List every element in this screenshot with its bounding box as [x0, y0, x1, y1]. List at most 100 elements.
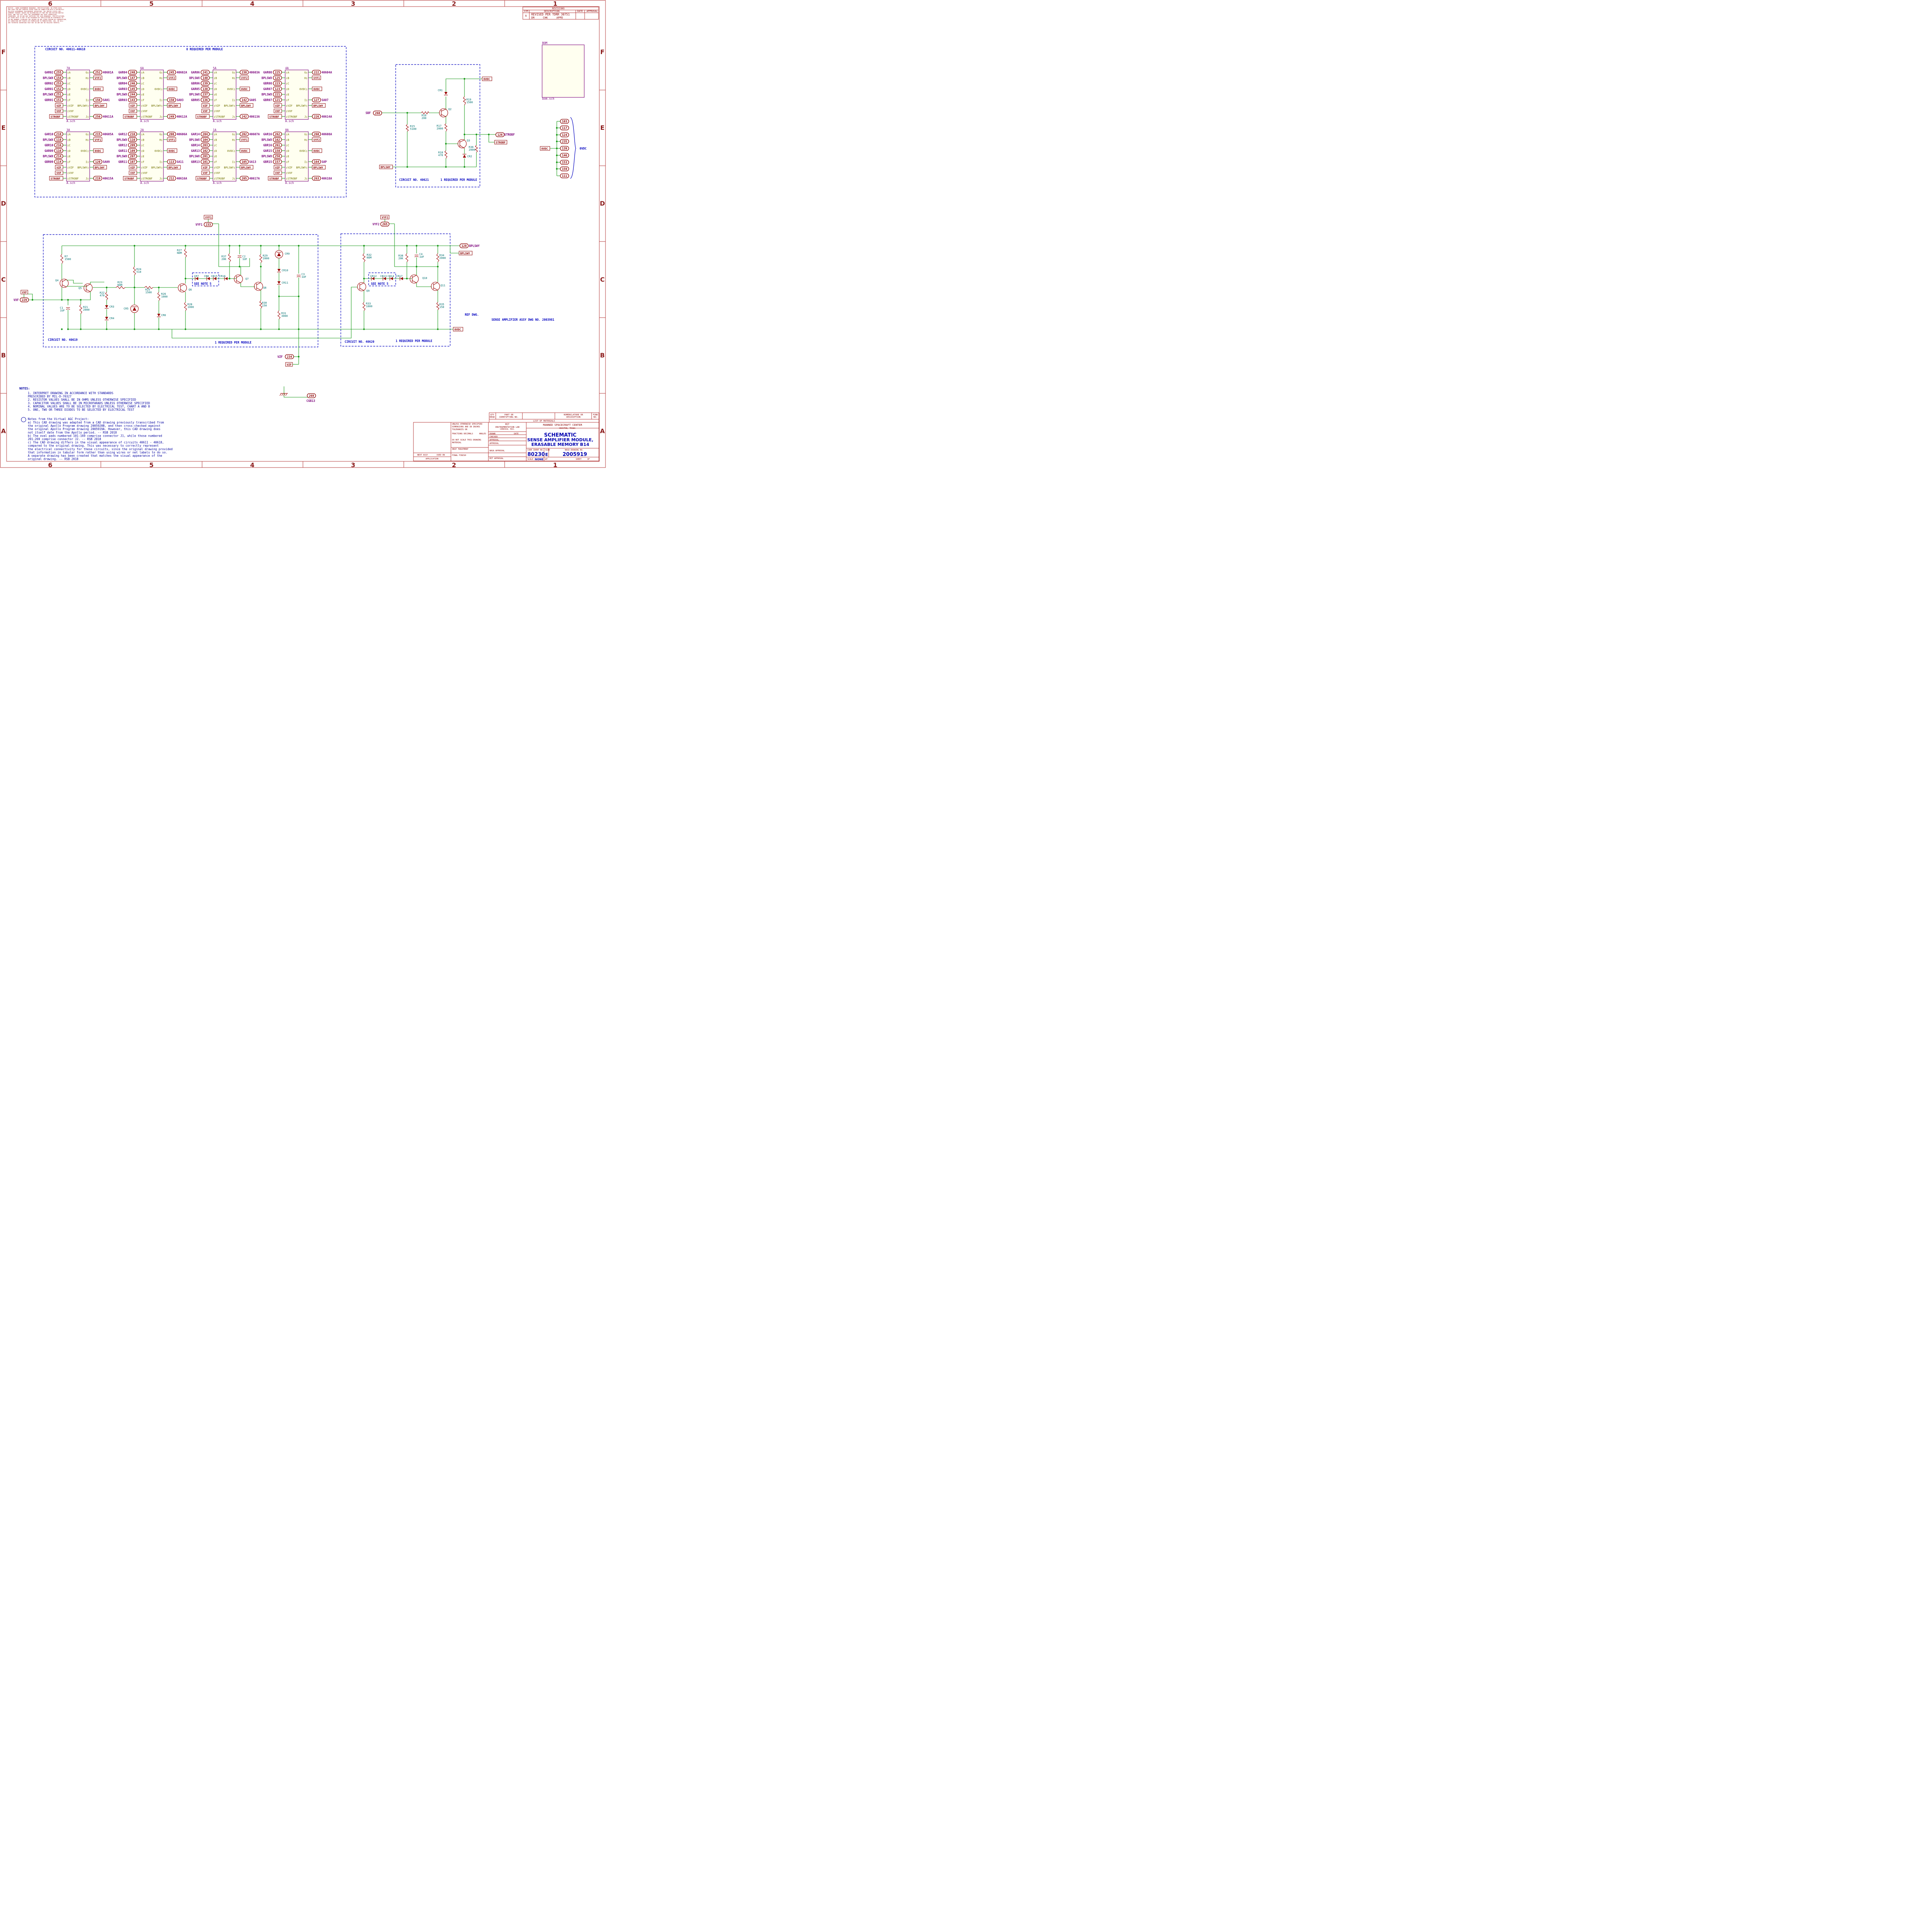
sheet-pin-right: H▯	[160, 77, 163, 80]
pad-229-label: 229	[22, 298, 27, 302]
sheet-pin-left: ▯STROBF	[141, 177, 153, 180]
tb-finish: FINAL FINISH	[452, 454, 466, 457]
sheet-pin-left: ▯STROBF	[67, 177, 79, 180]
r21-resistor	[79, 304, 82, 314]
sheet-5A-file: A.sch	[213, 119, 222, 123]
sheet-1A-box	[213, 131, 236, 182]
sheet-7A-file: A.sch	[66, 119, 75, 123]
pad-128	[459, 243, 469, 248]
strobf-net: STROBF	[504, 133, 515, 136]
label-strobf-text: STROBF	[269, 115, 279, 118]
sheet-net-left: BPLSWX	[262, 76, 272, 80]
revisions-block: REVISIONS SYM DESCRIPTION DATE APPROVAL …	[522, 7, 599, 20]
r28-resistor	[184, 302, 187, 311]
junction	[61, 328, 63, 330]
agc-note-item: the original Apollo Program drawing 2005…	[28, 427, 160, 431]
pad-268-label: 268	[375, 112, 380, 115]
label-vyf2-text: VYF2	[168, 77, 175, 80]
bom-sheet[interactable]	[542, 44, 585, 98]
cr14-diode	[390, 277, 393, 280]
sheet-pin-right: 0VDC▯	[155, 88, 163, 91]
sheet-pin-right: J▯	[304, 177, 308, 180]
zone-col-bottom-3: 3	[351, 461, 355, 468]
label-strobf-text: STROBF	[51, 115, 60, 118]
sheet-2A-box	[140, 131, 164, 182]
vyf2-net: VYF2	[372, 223, 379, 226]
sheet-pin-right: BPLSWY▯	[296, 104, 308, 107]
tb-lom: LIST OF MATERIALS	[533, 420, 555, 422]
pad-126[interactable]	[495, 132, 505, 137]
rev-hdr-sym: SYM	[524, 10, 528, 13]
zone-row-right-F: F	[600, 48, 605, 56]
r25-resistor	[144, 286, 153, 289]
pad-221-label: 221	[275, 93, 280, 96]
sheet-net-left: GBR13	[191, 160, 200, 164]
tb-size-lbl: SIZE	[545, 449, 550, 451]
cr3-diode	[105, 305, 108, 308]
tb-mit-approval: MIT APPROVAL	[490, 457, 503, 460]
sheet-pin-left: ▯STROBF	[67, 115, 79, 118]
pad-208-label: 208	[169, 133, 174, 136]
junction	[133, 328, 136, 330]
tb-lab: INSTRUMENTATION LAB	[495, 426, 520, 429]
sheet-net-g: 40608A	[321, 133, 332, 136]
sheet-pin-left: ▯VZF	[214, 104, 220, 107]
sheet-pin-left: ▯D	[214, 150, 217, 153]
r16-resistor	[421, 111, 429, 115]
pad-248-label: 248	[130, 71, 135, 74]
r17-value: 2000	[437, 127, 443, 130]
sheet-net-left: GAR11	[118, 149, 127, 153]
sheet-net-left: GAR01	[44, 87, 53, 91]
pad-152-label: 152	[56, 87, 61, 91]
pad-268[interactable]	[373, 111, 382, 116]
agc-note-item: that information in tabular form rather …	[28, 451, 167, 454]
sheet-4A: 4AA.sch▯A▯B▯C▯D▯E▯F▯VZF▯VXF▯STROBFG▯H▯0V…	[262, 66, 332, 123]
pad-219-label: 219	[95, 177, 100, 180]
sheet-net-j: 40611A	[103, 115, 114, 118]
cr10-diode	[277, 269, 281, 272]
pad-164-label: 164	[314, 160, 319, 164]
r27-resistor	[184, 248, 187, 258]
pad-110-label: 110	[130, 138, 135, 141]
sheet-pin-left: ▯D	[141, 88, 144, 91]
pad-205-label: 205	[242, 177, 247, 180]
sheet-pin-left: ▯D	[214, 88, 217, 91]
chassis-ground-hatch	[279, 393, 282, 396]
tb-code: 80230	[527, 452, 545, 457]
tb-unless: UNLESS OTHERWISE SPECIFIED	[452, 423, 482, 425]
junction	[80, 328, 82, 330]
r35-value: 150	[439, 306, 444, 309]
wire	[90, 282, 104, 284]
r31-resistor	[277, 310, 281, 320]
sheet-pin-right: BPLSWY▯	[77, 166, 89, 169]
sheet-pin-right: H▯	[232, 138, 235, 141]
sheet-pin-right: G▯	[232, 71, 235, 74]
cr5-zener-body	[133, 307, 136, 311]
note-item: 2. RESISTOR VALUES SHALL BE IN OHMS UNLE…	[28, 398, 136, 401]
r31-ref: R31	[281, 312, 286, 315]
q8-ref: Q8	[263, 286, 266, 289]
cr7-diode	[196, 277, 198, 280]
pad-203-label: 203	[202, 144, 208, 147]
sheet-pin-right: G▯	[86, 71, 89, 74]
circuit-40619-box	[43, 234, 318, 347]
sheet-net-i: SA03	[177, 99, 184, 102]
tb-noscale: DO NOT SCALE THIS DRAWING	[452, 439, 481, 441]
pad-262-label: 262	[275, 133, 280, 136]
sheet-net-left: BPLSWX	[43, 155, 54, 158]
pad-147-label: 147	[130, 76, 135, 80]
pad-139-label: 139	[562, 147, 567, 150]
junction	[105, 328, 108, 330]
q3-transistor	[457, 139, 467, 148]
zone-row-left-C: C	[1, 276, 6, 283]
sheet-pin-left: ▯STROBF	[286, 177, 298, 180]
pad-111-label: 111	[562, 174, 567, 178]
pad-102-label: 102	[202, 149, 208, 153]
junction	[67, 328, 69, 330]
r37-resistor	[228, 253, 231, 262]
q4-transistor	[60, 279, 69, 288]
sheet-pin-left: ▯B	[141, 77, 144, 80]
r21-ref: R21	[83, 306, 88, 309]
see-note-5-box-40620	[368, 272, 396, 286]
pad-146-label: 146	[562, 154, 567, 157]
